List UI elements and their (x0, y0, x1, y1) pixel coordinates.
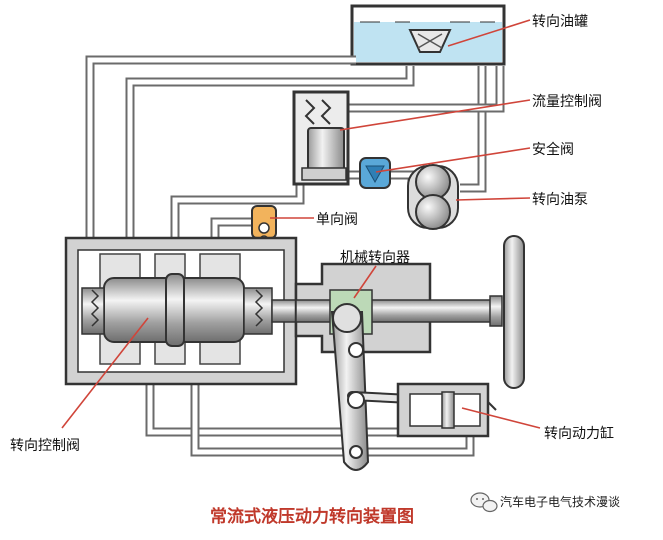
label-oil-tank: 转向油罐 (532, 14, 588, 30)
steering-pump (407, 164, 459, 230)
labels: 转向油罐 流量控制阀 安全阀 转向油泵 单向阀 机械转向器 转向控制阀 转向动力… (10, 14, 614, 454)
leader-lines (61, 19, 541, 429)
power-cylinder (396, 382, 497, 438)
leader-safety-valve (375, 147, 531, 173)
watermark: 汽车电子电气技术漫谈 (470, 492, 620, 513)
flow-control-valve (292, 90, 350, 186)
label-pump: 转向油泵 (532, 192, 588, 208)
leader-control-valve (61, 317, 149, 429)
label-check-valve: 单向阀 (316, 212, 358, 228)
oil-tank (350, 4, 506, 66)
mechanical-steering-gear (294, 262, 497, 354)
label-safety-valve: 安全阀 (532, 141, 574, 158)
valve-spool (81, 273, 297, 347)
leader-power-cylinder (461, 407, 541, 429)
steering-wheel (489, 235, 525, 389)
filter-icon (408, 29, 452, 53)
spring-icon (90, 289, 264, 327)
wechat-icon (470, 492, 498, 513)
leader-oil-tank (447, 19, 531, 47)
label-power-cylinder: 转向动力缸 (544, 425, 614, 442)
leader-flow-valve (339, 99, 531, 131)
diagram-title: 常流式液压动力转向装置图 (210, 506, 414, 527)
watermark-text: 汽车电子电气技术漫谈 (500, 494, 620, 509)
label-control-valve: 转向控制阀 (10, 438, 80, 454)
label-steering-gear: 机械转向器 (340, 250, 410, 266)
leader-steering-gear (353, 265, 377, 299)
leader-pump (455, 197, 531, 201)
safety-valve (359, 157, 391, 189)
label-flow-valve: 流量控制阀 (532, 94, 602, 110)
